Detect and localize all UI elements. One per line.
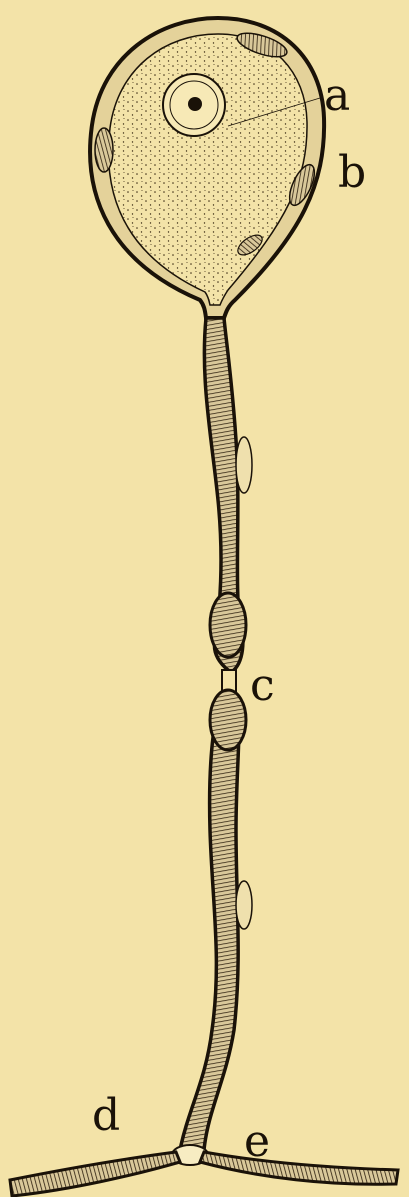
label-c: c (250, 660, 275, 711)
branch-e (200, 1152, 398, 1184)
fibre-nucleus (236, 437, 252, 493)
label-a: a (324, 70, 350, 121)
label-b: b (338, 147, 366, 198)
capsule-nucleus (95, 128, 113, 172)
fibre-swelling (210, 593, 246, 657)
branch-d (10, 1152, 180, 1196)
label-d: d (92, 1090, 120, 1141)
fibre-nucleus (236, 881, 252, 929)
nucleolus (188, 97, 202, 111)
label-e: e (244, 1116, 270, 1167)
fibre-swelling (210, 690, 246, 750)
